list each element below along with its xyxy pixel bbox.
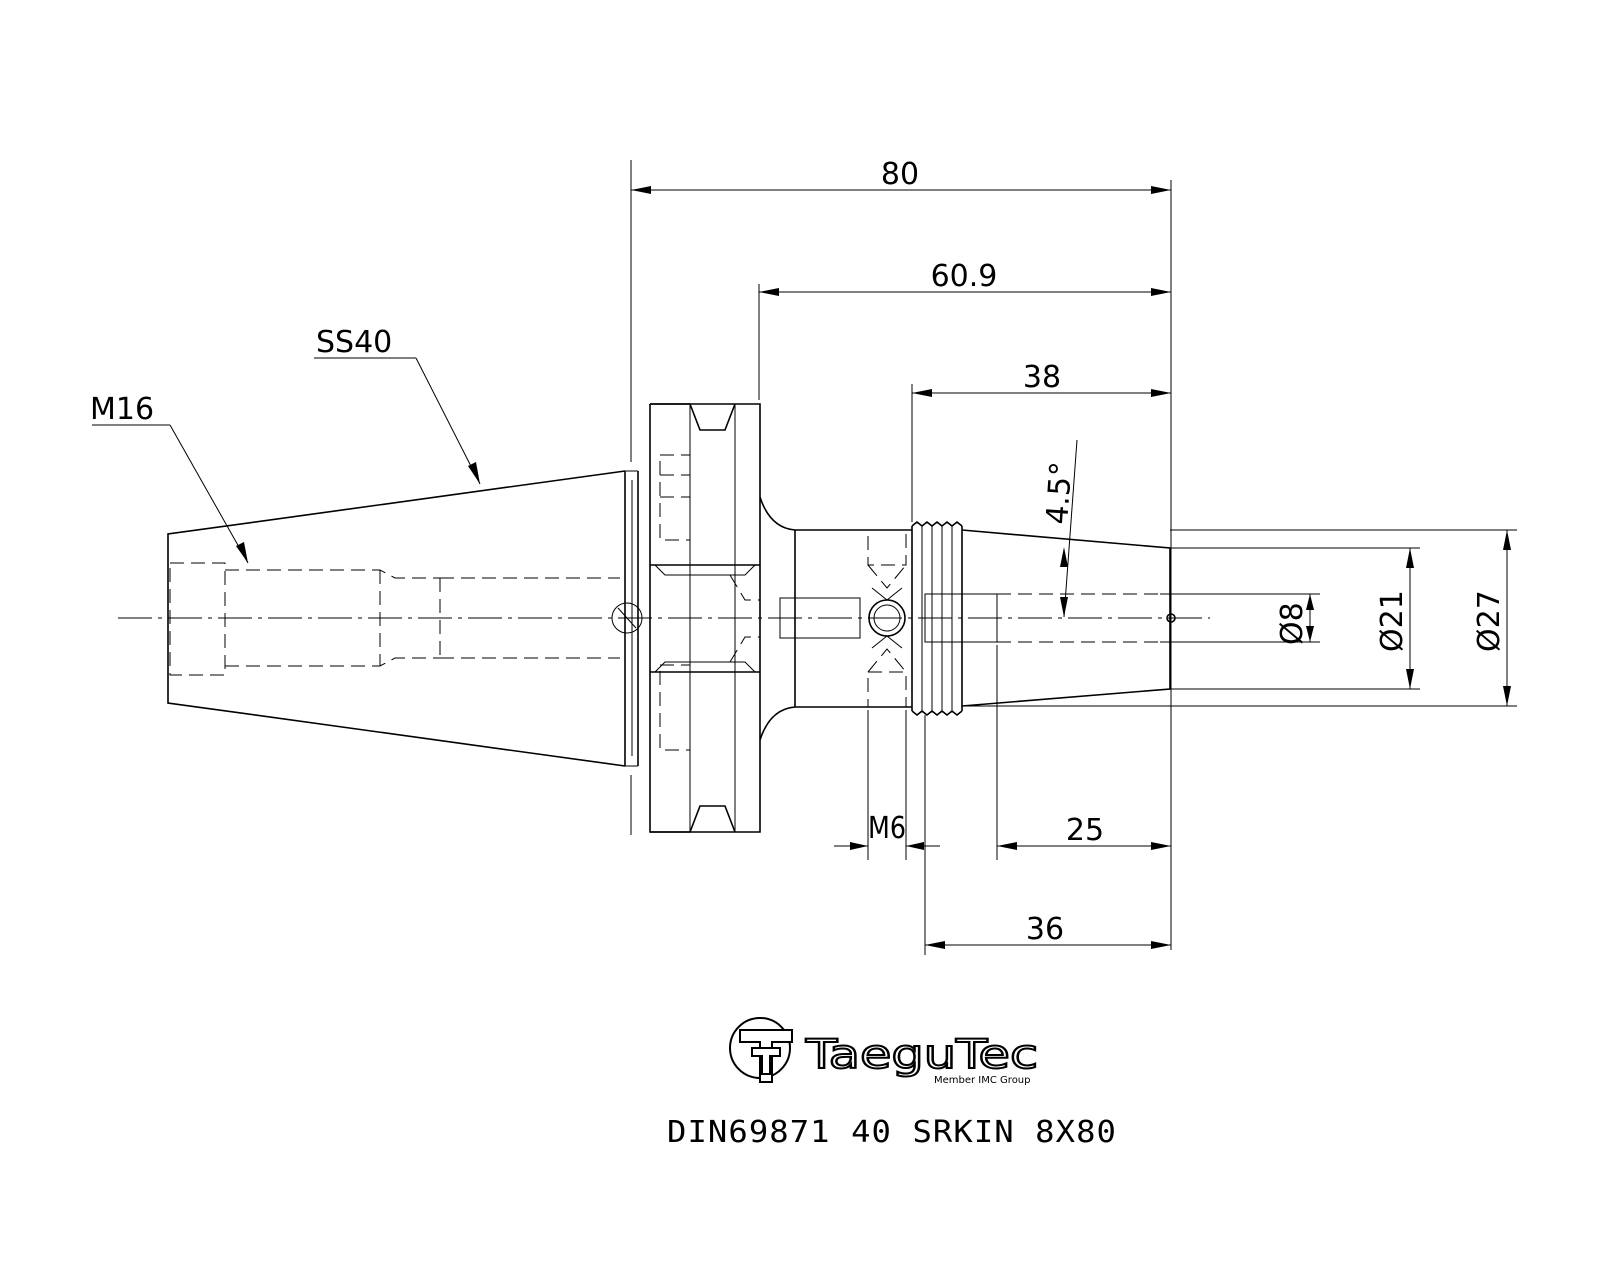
- dimension-25: 25: [997, 813, 1171, 850]
- body-diameter-label: Ø27: [1472, 590, 1507, 652]
- logo-brand-text: TaeguTec: [805, 1032, 1038, 1078]
- nose-taper: [924, 529, 1176, 707]
- dimension-25-label: 25: [1066, 813, 1104, 848]
- m16-label: M16: [90, 392, 154, 427]
- dimension-bore-diameter: Ø8: [1275, 594, 1314, 645]
- taegutec-logo: TaeguTec Member IMC Group: [729, 1017, 1039, 1086]
- angle-dimension: 4.5°: [1040, 439, 1079, 618]
- dimension-60-9: 60.9: [759, 259, 1171, 296]
- dimension-36-label: 36: [1026, 912, 1064, 947]
- m6-label: M6: [868, 811, 906, 846]
- callout-m16: M16: [90, 392, 249, 564]
- logo-tt-mark-icon: [739, 1029, 793, 1083]
- dimension-80-label: 80: [881, 157, 919, 192]
- dimension-38-label: 38: [1023, 360, 1061, 395]
- drawing-title: DIN69871 40 SRKIN 8X80: [667, 1115, 1117, 1150]
- v-flange: [649, 403, 761, 833]
- dimension-nose-diameter: Ø21: [1375, 548, 1414, 689]
- dimension-36: 36: [925, 912, 1171, 949]
- tool-body: [759, 496, 912, 741]
- bore-diameter-label: Ø8: [1275, 602, 1310, 645]
- thread-section: [911, 520, 963, 717]
- callout-ss40: SS40: [314, 325, 481, 485]
- dimension-body-diameter: Ø27: [1472, 530, 1511, 706]
- dimension-80: 80: [631, 157, 1171, 194]
- extension-lines: [630, 160, 1517, 955]
- angle-label: 4.5°: [1040, 461, 1079, 526]
- dimension-60-9-label: 60.9: [931, 259, 998, 294]
- dimension-38: 38: [912, 360, 1171, 397]
- nose-diameter-label: Ø21: [1375, 590, 1410, 652]
- logo-tagline: Member IMC Group: [934, 1075, 1031, 1086]
- ss40-label: SS40: [316, 325, 392, 360]
- taper-shank: [167, 470, 643, 767]
- dimension-m6: M6: [834, 811, 940, 850]
